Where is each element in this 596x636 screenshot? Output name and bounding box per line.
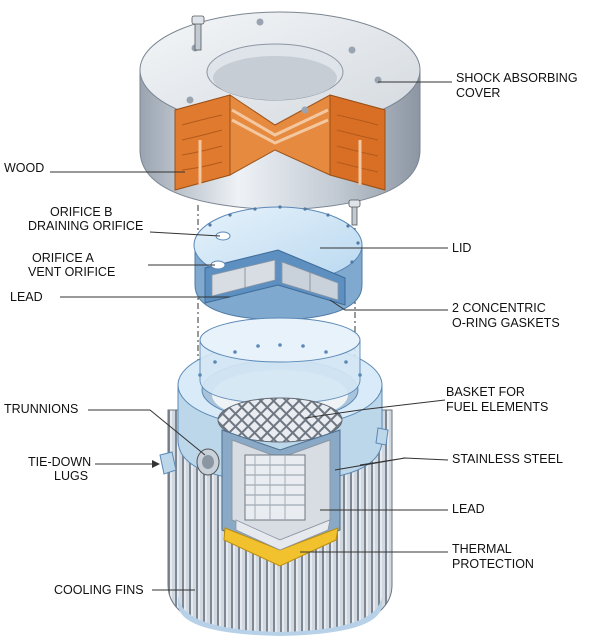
cask-body — [159, 317, 393, 636]
label-wood: WOOD — [4, 161, 44, 175]
label-trunnions: TRUNNIONS — [4, 402, 78, 416]
label-concentric: 2 CONCENTRIC — [452, 301, 546, 315]
label-shock-absorbing: SHOCK ABSORBING — [456, 71, 578, 85]
leader-lines — [50, 81, 452, 591]
basket-grid — [217, 397, 343, 443]
label-o-ring-gaskets: O-RING GASKETS — [452, 316, 560, 330]
shock-absorbing-cover — [139, 11, 421, 211]
lid-bolt — [348, 199, 361, 226]
label-protection: PROTECTION — [452, 557, 534, 571]
label-vent-orifice: VENT ORIFICE — [28, 265, 115, 279]
cover-cutaway — [174, 94, 386, 191]
tie-down-lug-right — [375, 427, 389, 446]
label-lead-body: LEAD — [452, 502, 485, 516]
tie-down-lug-left — [159, 451, 177, 475]
label-cooling-fins: COOLING FINS — [54, 583, 144, 597]
label-cover: COVER — [456, 86, 500, 100]
fuel-basket — [244, 454, 306, 521]
label-lid: LID — [452, 241, 471, 255]
lid — [193, 205, 363, 321]
trunnion — [196, 448, 220, 476]
label-stainless-steel: STAINLESS STEEL — [452, 452, 563, 466]
label-draining-orifice: DRAINING ORIFICE — [28, 219, 143, 233]
label-orifice-a: ORIFICE A — [32, 251, 94, 265]
cover-bolt — [191, 15, 205, 51]
label-fuel-elements: FUEL ELEMENTS — [446, 400, 548, 414]
label-lugs: LUGS — [54, 469, 88, 483]
label-basket-for: BASKET FOR — [446, 385, 525, 399]
label-lead-top: LEAD — [10, 290, 43, 304]
label-thermal: THERMAL — [452, 542, 512, 556]
label-orifice-b: ORIFICE B — [50, 205, 113, 219]
label-tie-down: TIE-DOWN — [28, 455, 91, 469]
labels: SHOCK ABSORBING COVER WOOD ORIFICE B DRA… — [4, 71, 578, 597]
